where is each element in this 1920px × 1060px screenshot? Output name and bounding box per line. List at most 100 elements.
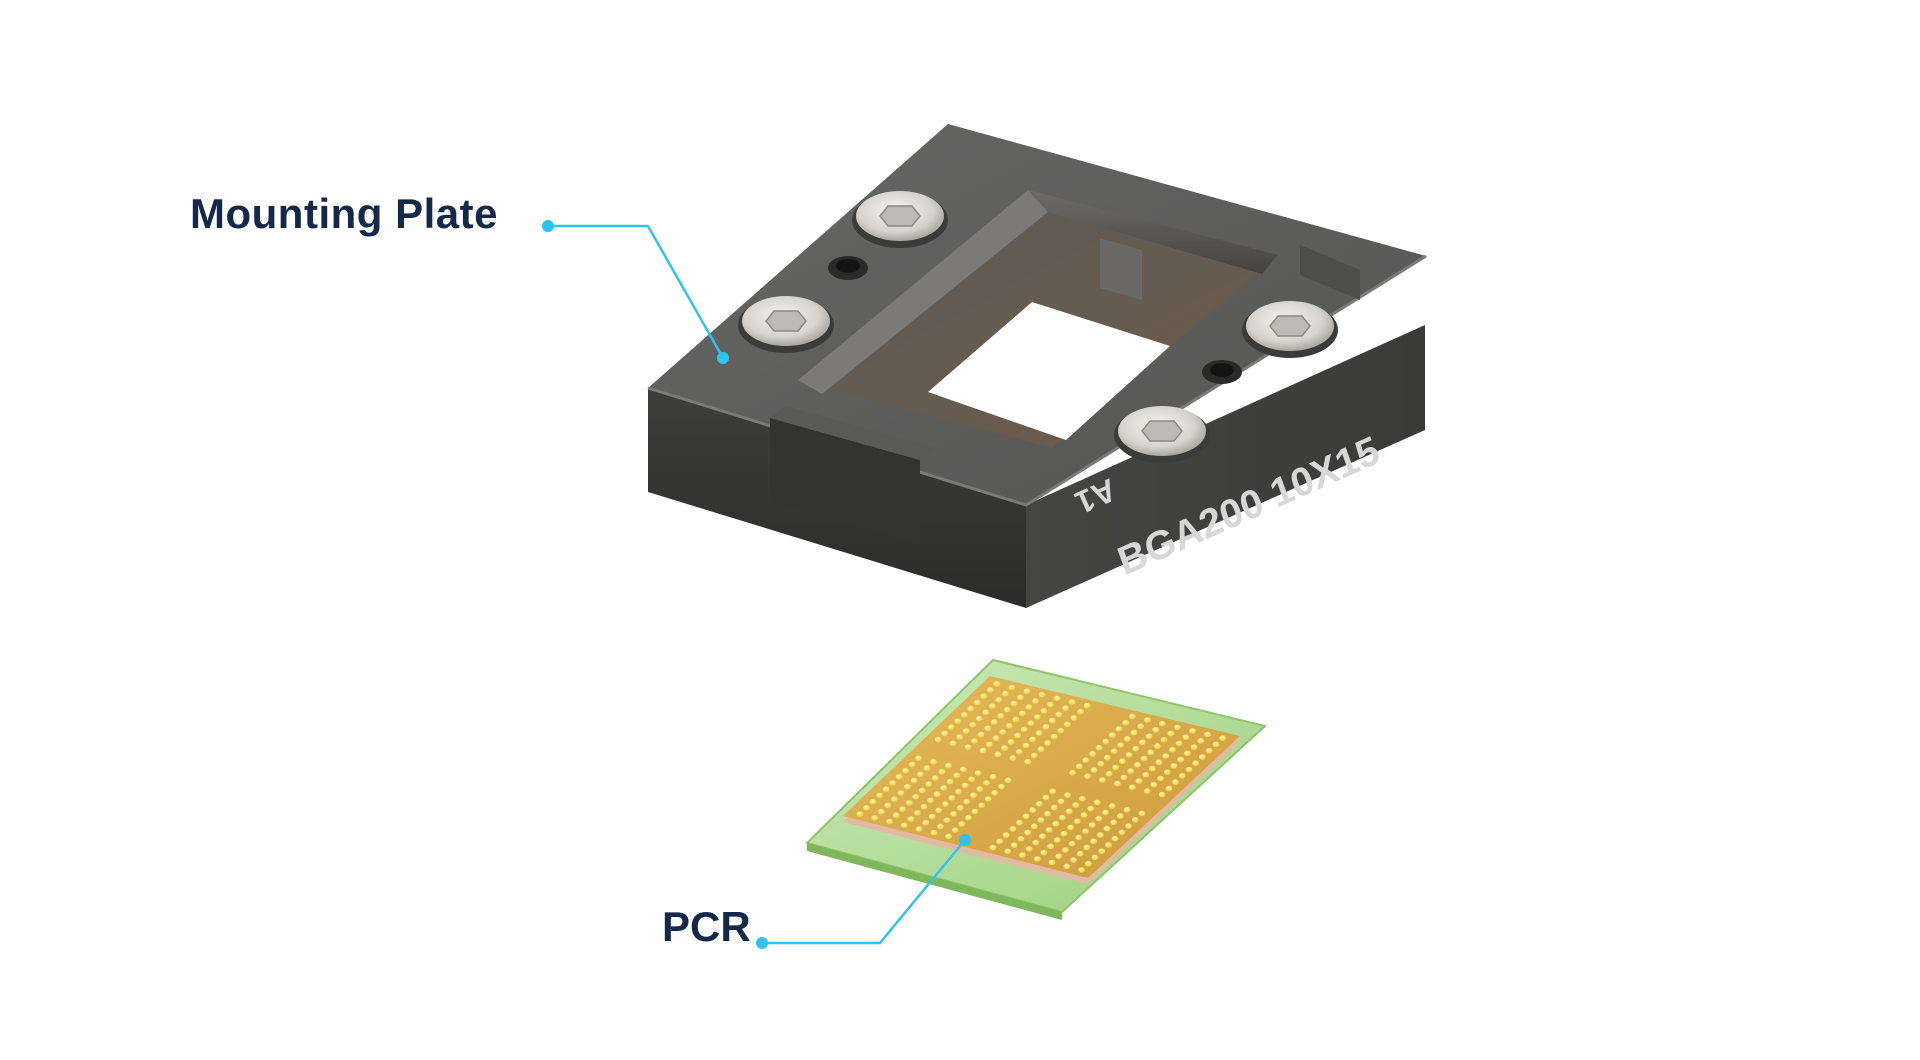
solder-ball — [956, 805, 964, 811]
solder-ball — [920, 803, 928, 810]
solder-ball — [1042, 724, 1050, 730]
solder-ball — [1005, 723, 1013, 729]
solder-ball — [1114, 780, 1121, 787]
solder-ball-array-icon — [856, 681, 1226, 873]
solder-ball — [1011, 842, 1018, 848]
solder-ball — [1105, 842, 1112, 848]
solder-ball — [869, 798, 877, 805]
solder-ball — [1022, 742, 1030, 749]
solder-ball — [1197, 738, 1205, 744]
solder-ball — [902, 767, 909, 774]
solder-ball — [1189, 728, 1196, 734]
solder-ball — [1162, 753, 1170, 759]
solder-ball — [1135, 778, 1143, 784]
solder-ball — [1052, 821, 1060, 827]
solder-ball — [1002, 832, 1010, 838]
solder-ball — [1025, 846, 1033, 852]
solder-ball — [1017, 694, 1024, 701]
solder-ball — [1082, 757, 1090, 763]
solder-ball — [1009, 755, 1017, 761]
solder-ball — [1143, 717, 1151, 723]
solder-ball — [1055, 853, 1063, 860]
solder-ball — [1047, 843, 1054, 850]
plate-right-face — [1026, 325, 1425, 608]
solder-ball — [1003, 706, 1011, 713]
solder-ball — [1118, 829, 1126, 836]
solder-ball — [1032, 839, 1040, 846]
solder-ball — [992, 735, 1000, 741]
solder-ball — [1212, 741, 1220, 748]
solder-ball — [1122, 719, 1129, 726]
solder-ball — [983, 780, 990, 786]
solder-ball — [969, 721, 977, 728]
solder-ball — [1199, 754, 1206, 760]
solder-ball — [1130, 729, 1138, 736]
solder-ball — [918, 787, 926, 794]
solder-ball — [1070, 715, 1078, 721]
solder-ball — [1048, 859, 1056, 866]
solder-ball — [975, 715, 983, 722]
solder-ball — [956, 734, 964, 740]
solder-ball — [908, 761, 916, 768]
mounting-plate: BGA200 10X15 A1 — [647, 124, 1427, 608]
solder-ball — [1140, 755, 1148, 762]
solder-ball — [1078, 867, 1085, 873]
solder-ball — [937, 823, 944, 830]
solder-ball — [970, 792, 977, 799]
solder-ball — [973, 699, 981, 706]
solder-ball — [904, 783, 911, 790]
solder-ball — [1190, 744, 1198, 750]
solder-ball — [1182, 734, 1190, 740]
solder-ball — [1037, 817, 1045, 823]
solder-ball — [895, 774, 903, 780]
solder-ball — [1035, 730, 1043, 736]
solder-ball — [958, 821, 966, 827]
solder-ball — [959, 766, 967, 773]
solder-ball — [986, 687, 994, 693]
solder-ball — [1219, 735, 1226, 741]
solder-ball — [990, 719, 998, 725]
solder-ball — [941, 730, 949, 737]
solder-ball — [1062, 847, 1069, 853]
solder-ball — [1075, 763, 1083, 770]
solder-ball — [1145, 733, 1153, 739]
solder-ball — [1079, 795, 1086, 802]
solder-ball — [974, 770, 982, 776]
solder-ball — [953, 772, 961, 779]
solder-ball — [1010, 700, 1018, 707]
solder-ball — [960, 712, 968, 718]
solder-ball — [1137, 723, 1145, 730]
solder-ball — [1027, 720, 1035, 726]
solder-ball — [962, 728, 970, 734]
solder-ball — [1025, 704, 1033, 710]
solder-ball — [1142, 772, 1150, 778]
solder-ball — [1139, 739, 1146, 746]
solder-ball — [1099, 777, 1106, 783]
solder-ball — [1134, 762, 1141, 768]
solder-ball — [1089, 751, 1096, 757]
solder-ball — [1103, 825, 1111, 832]
solder-ball — [999, 729, 1007, 735]
solder-ball — [917, 771, 924, 778]
solder-ball — [1087, 805, 1095, 812]
solder-ball — [940, 785, 948, 791]
solder-ball — [1065, 808, 1073, 815]
solder-ball — [1049, 788, 1057, 795]
solder-ball — [1170, 763, 1178, 769]
solder-ball — [948, 795, 956, 801]
solder-ball — [882, 786, 890, 792]
solder-ball — [922, 819, 930, 826]
solder-ball — [977, 731, 985, 738]
solder-ball — [1018, 710, 1026, 717]
solder-ball — [996, 838, 1003, 845]
solder-ball — [1152, 727, 1160, 733]
solder-ball — [1076, 850, 1084, 857]
solder-ball — [1147, 749, 1155, 756]
solder-ball — [943, 817, 951, 823]
solder-ball — [1008, 684, 1016, 691]
solder-ball — [1102, 809, 1109, 816]
solder-ball — [1050, 804, 1058, 811]
solder-ball — [1155, 759, 1163, 765]
solder-ball — [1157, 775, 1164, 782]
plate-right-notch — [1300, 245, 1360, 300]
